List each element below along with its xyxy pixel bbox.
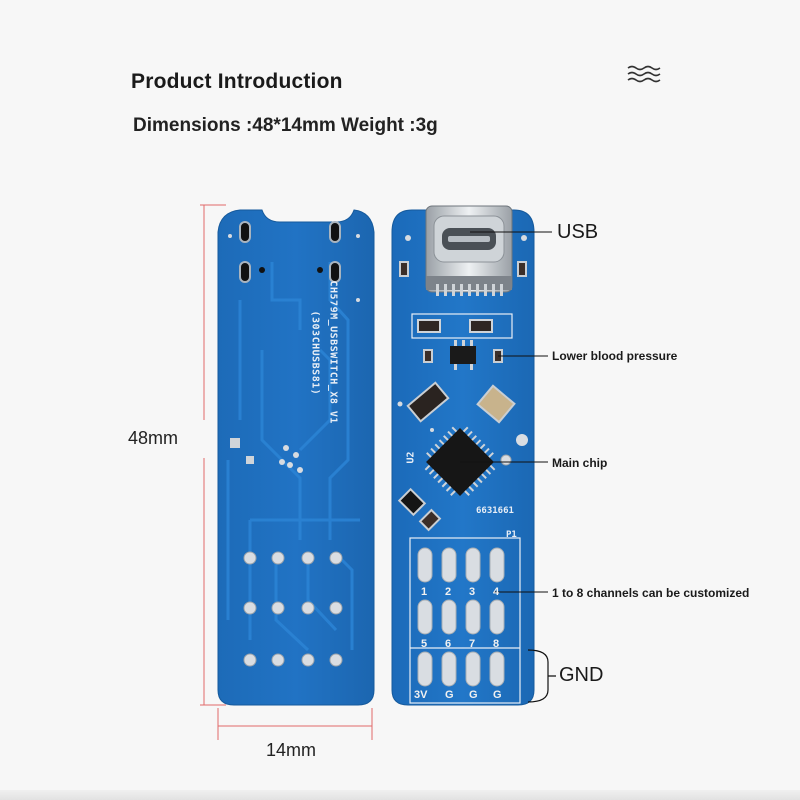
mount-slot: [329, 261, 341, 283]
back-silkscreen-line2: (303CHUSBS81): [309, 310, 321, 396]
gnd-bracket: [527, 649, 556, 703]
pin-label: G: [493, 689, 502, 701]
board-code-label: 6631661: [476, 506, 514, 516]
pin-label: 5: [421, 638, 428, 650]
callout-lines: [460, 231, 552, 593]
pin-label: G: [469, 689, 478, 701]
width-dimension-line: [217, 708, 373, 740]
chip-label: U2: [405, 451, 417, 464]
header-label: P1: [506, 530, 517, 540]
gnd-callout: GND: [559, 664, 604, 686]
bottom-strip: [0, 790, 800, 800]
pin-label: 2: [445, 586, 452, 598]
front-board: [391, 205, 535, 706]
pin-label: 3V: [414, 689, 428, 701]
width-label: 14mm: [266, 740, 317, 760]
usb-c-connector: [425, 205, 513, 296]
pin-label: 8: [493, 638, 500, 650]
header-pads: [417, 547, 505, 687]
lower-blood-pressure-callout: Lower blood pressure: [552, 349, 678, 363]
smd-components: [397, 235, 528, 532]
menu-icon: [627, 65, 661, 83]
back-silkscreen-line1: CH579M_USBSWITCH_X8 V1: [327, 280, 339, 424]
pin-label: 6: [445, 638, 452, 650]
pin-label: 7: [469, 638, 476, 650]
pin-label: 1: [421, 586, 428, 598]
pin-label: G: [445, 689, 454, 701]
header-outline: [409, 537, 521, 704]
pin-label: 4: [493, 586, 500, 598]
back-board: [217, 209, 375, 706]
pin-label: 3: [469, 586, 476, 598]
page-title: Product Introduction: [131, 70, 343, 93]
height-label: 48mm: [128, 428, 179, 448]
mount-slot: [329, 221, 341, 243]
mount-slot: [239, 221, 251, 243]
dimensions-weight-text: Dimensions :48*14mm Weight :3g: [133, 115, 438, 136]
main-chip-callout: Main chip: [552, 456, 608, 470]
mount-slot: [239, 261, 251, 283]
back-pad-grid: [243, 551, 343, 667]
usb-callout: USB: [557, 221, 599, 243]
channels-callout: 1 to 8 channels can be customized: [552, 586, 750, 600]
height-dimension-line: [200, 204, 226, 706]
